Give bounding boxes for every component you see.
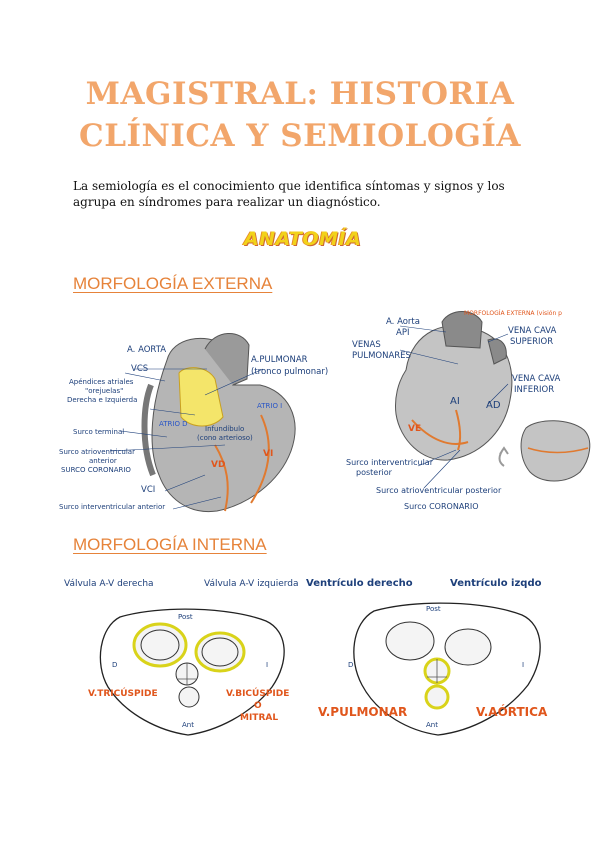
label-ant-right: Ant: [426, 721, 438, 729]
label-o: O: [254, 701, 262, 711]
label-surco-coronario: SURCO CORONARIO: [61, 466, 131, 474]
label-venas-1: VENAS: [352, 340, 381, 350]
label-vci-1: VENA CAVA: [512, 374, 560, 384]
label-ventriculo-izqdo: Ventrículo izqdo: [450, 578, 542, 589]
label-surco-av-1: Surco atrioventricular: [59, 448, 135, 456]
anatomy-heading: ANATOMÍA: [244, 228, 361, 250]
label-api: API: [396, 328, 409, 338]
label-v-aortica: V.AÓRTICA: [476, 705, 547, 719]
label-vi: VI: [263, 449, 273, 459]
label-i-left: I: [266, 661, 268, 669]
label-vcs-1: VENA CAVA: [508, 326, 556, 336]
label-infundibulo-1: Infundíbulo: [205, 425, 244, 433]
label-aorta-post: A. Aorta: [386, 317, 420, 327]
label-surco-iv-anterior: Surco interventricular anterior: [59, 503, 165, 511]
label-surco-iv-post-1: Surco interventricular: [346, 458, 433, 467]
label-surco-av-post: Surco atrioventricular posterior: [376, 486, 501, 495]
label-surco-iv-post-2: posterior: [356, 468, 392, 477]
label-surco-av-2: anterior: [89, 457, 117, 465]
label-mitral: MITRAL: [240, 713, 278, 723]
label-apendices-3: Derecha e Izquierda: [67, 396, 137, 404]
label-post-right: Post: [426, 605, 441, 613]
label-pulmonar: A.PULMONAR: [251, 355, 308, 365]
label-vci-2: INFERIOR: [514, 385, 554, 395]
internal-heading: MORFOLOGÍA INTERNA: [73, 535, 267, 555]
label-vci: VCI: [141, 485, 155, 495]
intro-paragraph: La semiología es el conocimiento que ide…: [73, 178, 533, 210]
posterior-heart-figure: MORFOLOGÍA EXTERNA (visión p A. Aorta AP…: [338, 300, 600, 518]
anterior-heart-figure: A. AORTA A.PULMONAR (tronco pulmonar) VC…: [55, 325, 335, 520]
page-title-line2: CLÍNICA Y SEMIOLOGÍA: [0, 118, 600, 154]
label-vcs: VCS: [131, 364, 148, 374]
label-aorta: A. AORTA: [127, 345, 166, 355]
label-d-right: D: [348, 661, 353, 669]
label-post-left: Post: [178, 613, 193, 621]
label-venas-2: PULMONARES: [352, 351, 411, 361]
label-surco-terminal: Surco terminal: [73, 428, 124, 436]
label-surco-coronario-post: Surco CORONARIO: [404, 502, 479, 511]
label-apendices-2: "orejuelas": [85, 387, 123, 395]
label-ant-left: Ant: [182, 721, 194, 729]
label-vav-izquierda: Válvula A-V izquierda: [204, 579, 299, 589]
label-bicuspide: V.BICÚSPIDE: [226, 689, 289, 699]
label-ad: AD: [486, 400, 501, 411]
label-infundibulo-2: (cono arterioso): [197, 434, 253, 442]
label-apendices-1: Apéndices atriales: [69, 378, 133, 386]
page-title-line1: MAGISTRAL: HISTORIA: [0, 76, 600, 112]
label-ventriculo-derecho: Ventrículo derecho: [306, 578, 413, 589]
valves-figure-left: Válvula A-V derecha Válvula A-V izquierd…: [60, 575, 310, 740]
label-v-pulmonar: V.PULMONAR: [318, 705, 407, 719]
label-ve: VE: [408, 424, 421, 434]
label-vd: VD: [211, 460, 225, 470]
label-top-note: MORFOLOGÍA EXTERNA (visión p: [464, 310, 562, 317]
label-atrio-i: ATRIO I: [257, 402, 282, 410]
external-heading: MORFOLOGÍA EXTERNA: [73, 274, 272, 294]
label-atrio-d: ATRIO D: [159, 420, 188, 428]
label-tricuspide: V.TRICÚSPIDE: [88, 689, 158, 699]
valves-figure-right: Ventrículo derecho Ventrículo izqdo Post…: [306, 575, 566, 740]
label-tronco: (tronco pulmonar): [251, 367, 328, 377]
label-i-right: I: [522, 661, 524, 669]
label-vcs-2: SUPERIOR: [510, 337, 553, 347]
label-ai: AI: [450, 396, 460, 407]
label-d-left: D: [112, 661, 117, 669]
label-vav-derecha: Válvula A-V derecha: [64, 579, 154, 589]
